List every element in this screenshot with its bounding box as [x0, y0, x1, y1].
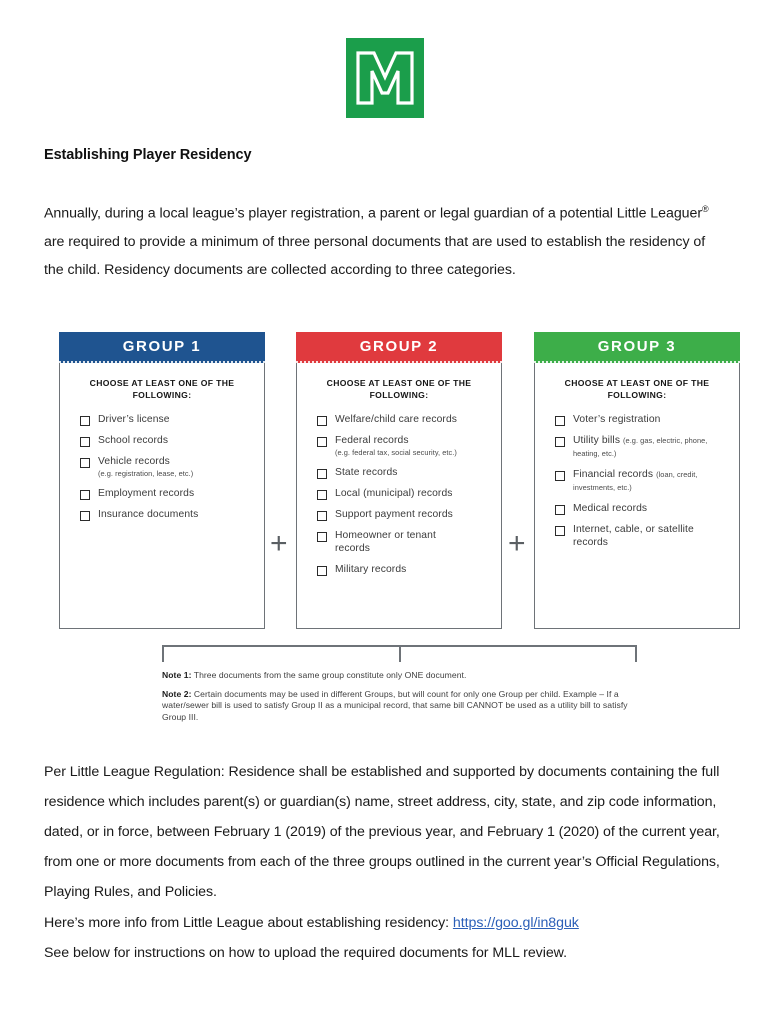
checkbox-icon[interactable] [317, 416, 327, 426]
list-item[interactable]: Voter’s registration [545, 413, 729, 426]
list-item-label: Employment records [98, 487, 195, 499]
list-item-sub: (loan, credit, investments, etc.) [573, 470, 698, 492]
group-2-body: CHOOSE AT LEAST ONE OF THE FOLLOWING: We… [296, 363, 502, 629]
final-line2: See below for instructions on how to upl… [44, 945, 567, 961]
intro-part1: Annually, during a local league’s player… [44, 205, 703, 222]
checkbox-icon[interactable] [80, 416, 90, 426]
plus-operator-icon: + [508, 527, 526, 560]
checkbox-icon[interactable] [317, 565, 327, 576]
list-item[interactable]: Internet, cable, or satellite records [545, 523, 729, 549]
list-item[interactable]: State records [307, 466, 491, 479]
final-line1-prefix: Here’s more info from Little League abou… [44, 915, 453, 931]
list-item-label: Medical records [573, 503, 648, 514]
list-item-label: Welfare/child care records [335, 414, 458, 425]
list-item[interactable]: Employment records [70, 487, 254, 500]
checkbox-icon[interactable] [317, 531, 327, 542]
group-1-header: GROUP 1 [59, 332, 265, 363]
checkbox-icon[interactable] [555, 471, 565, 481]
list-item-label: Military records [335, 563, 407, 575]
mll-m-logo [346, 38, 424, 118]
list-item-label: Federal records (e.g. federal tax, social… [335, 434, 457, 458]
list-item-label: School records [98, 435, 169, 446]
group-column-1: GROUP 1 CHOOSE AT LEAST ONE OF THE FOLLO… [59, 332, 265, 629]
group-column-2: GROUP 2 CHOOSE AT LEAST ONE OF THE FOLLO… [296, 332, 502, 629]
list-item[interactable]: Federal records (e.g. federal tax, social… [307, 434, 491, 458]
list-item-main: Financial records [573, 469, 657, 480]
list-item-label: Internet, cable, or satellite records [573, 524, 694, 548]
list-item-label: Voter’s registration [573, 414, 661, 425]
plus-operator-icon: + [270, 527, 288, 560]
list-item-sub: (e.g. federal tax, social security, etc.… [335, 448, 457, 457]
list-item[interactable]: Military records [307, 563, 491, 576]
list-item-label: Vehicle records (e.g. registration, lease… [98, 455, 193, 479]
list-item-label: Financial records (loan, credit, investm… [573, 468, 729, 494]
list-item-main: Federal records [335, 435, 409, 446]
checkbox-icon[interactable] [80, 458, 90, 468]
list-item-main: Utility bills [573, 435, 624, 446]
list-item[interactable]: Vehicle records (e.g. registration, lease… [70, 455, 254, 479]
checkbox-icon[interactable] [317, 468, 327, 479]
checkbox-icon[interactable] [317, 510, 327, 521]
list-item[interactable]: Support payment records [307, 508, 491, 521]
checkbox-icon[interactable] [80, 510, 90, 521]
notes-block: Note 1: Three documents from the same gr… [162, 670, 642, 730]
checkbox-icon[interactable] [317, 489, 327, 500]
registered-mark: ® [702, 204, 709, 214]
group-3-choose-label: CHOOSE AT LEAST ONE OF THE FOLLOWING: [564, 378, 710, 400]
checkbox-icon[interactable] [555, 526, 565, 536]
note-2-text: Certain documents may be used in differe… [162, 688, 628, 722]
note-1: Note 1: Three documents from the same gr… [162, 670, 642, 682]
note-2-label: Note 2: [162, 688, 192, 699]
list-item[interactable]: Financial records (loan, credit, investm… [545, 468, 729, 494]
list-item-label: Support payment records [335, 508, 453, 520]
group-3-body: CHOOSE AT LEAST ONE OF THE FOLLOWING: Vo… [534, 363, 740, 629]
regulation-paragraph: Per Little League Regulation: Residence … [44, 764, 720, 900]
list-item-main: Vehicle records [98, 456, 170, 467]
page-title: Establishing Player Residency [44, 147, 252, 163]
group-1-choose-label: CHOOSE AT LEAST ONE OF THE FOLLOWING: [89, 378, 235, 400]
list-item[interactable]: Medical records [545, 502, 729, 515]
list-item[interactable]: Utility bills (e.g. gas, electric, phone… [545, 434, 729, 460]
note-1-text: Three documents from the same group cons… [191, 670, 467, 680]
list-item[interactable]: Insurance documents [70, 508, 254, 521]
intro-part2: are required to provide a minimum of thr… [44, 233, 706, 278]
list-item-sub: (e.g. gas, electric, phone, heating, etc… [573, 436, 708, 458]
checkbox-icon[interactable] [555, 437, 565, 447]
final-paragraph: Here’s more info from Little League abou… [44, 908, 734, 968]
intro-paragraph: Annually, during a local league’s player… [44, 195, 726, 284]
bracket-center-tick [399, 645, 401, 662]
list-item[interactable]: Local (municipal) records [307, 487, 491, 500]
list-item-sub: (e.g. registration, lease, etc.) [98, 469, 194, 478]
checkbox-icon[interactable] [80, 489, 90, 500]
letter-m-mark [354, 47, 416, 109]
list-item-label: Insurance documents [98, 508, 199, 520]
group-2-choose-label: CHOOSE AT LEAST ONE OF THE FOLLOWING: [326, 378, 472, 400]
list-item[interactable]: Homeowner or tenant records [307, 529, 491, 555]
group-column-3: GROUP 3 CHOOSE AT LEAST ONE OF THE FOLLO… [534, 332, 740, 629]
list-item-label: Local (municipal) records [335, 487, 453, 499]
list-item-label: Driver’s license [98, 414, 170, 425]
checkbox-icon[interactable] [80, 437, 90, 447]
list-item-label: Utility bills (e.g. gas, electric, phone… [573, 434, 729, 460]
residency-info-link[interactable]: https://goo.gl/in8guk [452, 915, 579, 931]
logo-container [0, 38, 770, 118]
checkbox-icon[interactable] [555, 416, 565, 426]
list-item[interactable]: Welfare/child care records [307, 413, 491, 426]
list-item[interactable]: School records [70, 434, 254, 447]
group-1-body: CHOOSE AT LEAST ONE OF THE FOLLOWING: Dr… [59, 363, 265, 629]
list-item-label: Homeowner or tenant records [335, 529, 436, 554]
list-item[interactable]: Driver’s license [70, 413, 254, 426]
checkbox-icon[interactable] [317, 437, 327, 447]
group-3-header: GROUP 3 [534, 332, 740, 363]
note-2: Note 2: Certain documents may be used in… [162, 689, 642, 724]
list-item-label: State records [335, 466, 398, 478]
note-1-label: Note 1: [162, 670, 192, 680]
checkbox-icon[interactable] [555, 505, 565, 515]
residency-groups-graphic: GROUP 1 CHOOSE AT LEAST ONE OF THE FOLLO… [0, 332, 770, 742]
group-2-header: GROUP 2 [296, 332, 502, 363]
